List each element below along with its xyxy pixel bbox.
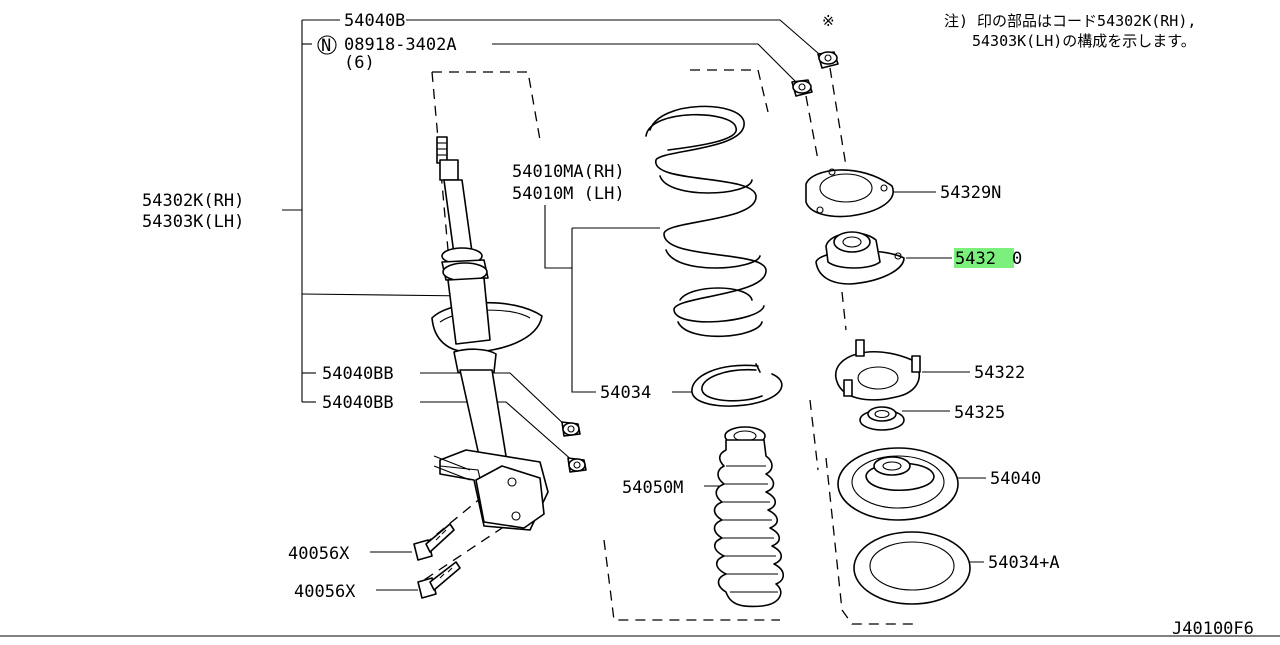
spring-seat-54034[interactable] (691, 363, 783, 407)
plate-54329n[interactable] (805, 168, 894, 218)
bearing-54325[interactable] (859, 406, 905, 431)
part-number-40056x-2: 40056X (294, 582, 356, 602)
part-label-54302k[interactable]: 54302K(RH) (142, 191, 244, 211)
part-label-54303k[interactable]: 54303K(LH) (142, 212, 244, 232)
bump-boot-54050m[interactable] (713, 426, 785, 608)
part-label-54034a[interactable]: 54034+A (988, 553, 1060, 573)
part-number-54040: 54040 (990, 469, 1041, 489)
part-number-54320-highlighted: 5432 (955, 249, 996, 269)
part-number-54329n: 54329N (940, 183, 1001, 203)
quantity-6: (6) (344, 53, 375, 73)
part-number-54320-rest: 0 (1012, 249, 1022, 269)
nut-symbol: N (321, 36, 331, 56)
part-number-40056x-1: 40056X (288, 544, 350, 564)
part-label-54010ma[interactable]: 54010MA(RH) (512, 162, 625, 182)
part-number-54040bb-2: 54040BB (322, 393, 394, 413)
insulator-54320[interactable] (815, 231, 905, 285)
upper-seat-54040[interactable] (837, 447, 959, 521)
nut-54040bb-2[interactable] (567, 457, 587, 473)
note-mark: ※ (822, 12, 835, 30)
part-number-54302k: 54302K(RH) (142, 191, 244, 211)
bolt-40056x-2[interactable] (417, 561, 461, 599)
bolt-40056x-1[interactable] (413, 523, 455, 561)
part-label-08918-3402a[interactable]: N 08918-3402A (6) (317, 35, 457, 73)
part-number-54040b: 54040B (344, 11, 405, 31)
part-number-08918-3402a: 08918-3402A (344, 35, 457, 55)
note-line-2: 54303K(LH)の構成を示します。 (972, 32, 1196, 50)
part-number-54040bb-1: 54040BB (322, 364, 394, 384)
nut-54040b[interactable] (817, 51, 839, 69)
part-label-54329n[interactable]: 54329N (940, 183, 1001, 203)
part-label-54050m[interactable]: 54050M (622, 478, 683, 498)
leader-lines (370, 19, 986, 591)
part-label-54325[interactable]: 54325 (954, 403, 1005, 423)
part-label-54040[interactable]: 54040 (990, 469, 1041, 489)
part-label-54322[interactable]: 54322 (974, 363, 1025, 383)
strut-assembly[interactable] (431, 136, 549, 531)
note-line-1: 注) 印の部品はコード54302K(RH), (944, 12, 1196, 30)
part-number-54010m: 54010M (LH) (512, 184, 625, 204)
part-label-54010m[interactable]: 54010M (LH) (512, 184, 625, 204)
part-number-54325: 54325 (954, 403, 1005, 423)
part-label-40056x-2[interactable]: 40056X (294, 582, 356, 602)
part-label-54040bb-1[interactable]: 54040BB (322, 364, 394, 384)
part-label-54034[interactable]: 54034 (600, 383, 651, 403)
diagram-id: J40100F6 (1172, 619, 1254, 639)
spring-seat-54034a[interactable] (853, 531, 971, 605)
part-number-54034: 54034 (600, 383, 651, 403)
part-label-54040b[interactable]: 54040B (344, 11, 405, 31)
strut-assembly-bracket (282, 19, 471, 403)
part-number-54034a: 54034+A (988, 553, 1060, 573)
part-number-54050m: 54050M (622, 478, 683, 498)
part-number-54303k: 54303K(LH) (142, 212, 244, 232)
coil-spring-54010m[interactable] (645, 105, 767, 338)
part-number-54010ma: 54010MA(RH) (512, 162, 625, 182)
part-label-54320[interactable]: 5432 0 (954, 248, 1022, 269)
part-label-54040bb-2[interactable]: 54040BB (322, 393, 394, 413)
nut-54040bb-1[interactable] (561, 421, 581, 437)
highlight-marker (954, 248, 1014, 268)
part-number-54322: 54322 (974, 363, 1025, 383)
nut-08918-3402a[interactable] (791, 79, 813, 97)
mount-plate-54322[interactable] (835, 339, 921, 401)
part-label-40056x-1[interactable]: 40056X (288, 544, 350, 564)
